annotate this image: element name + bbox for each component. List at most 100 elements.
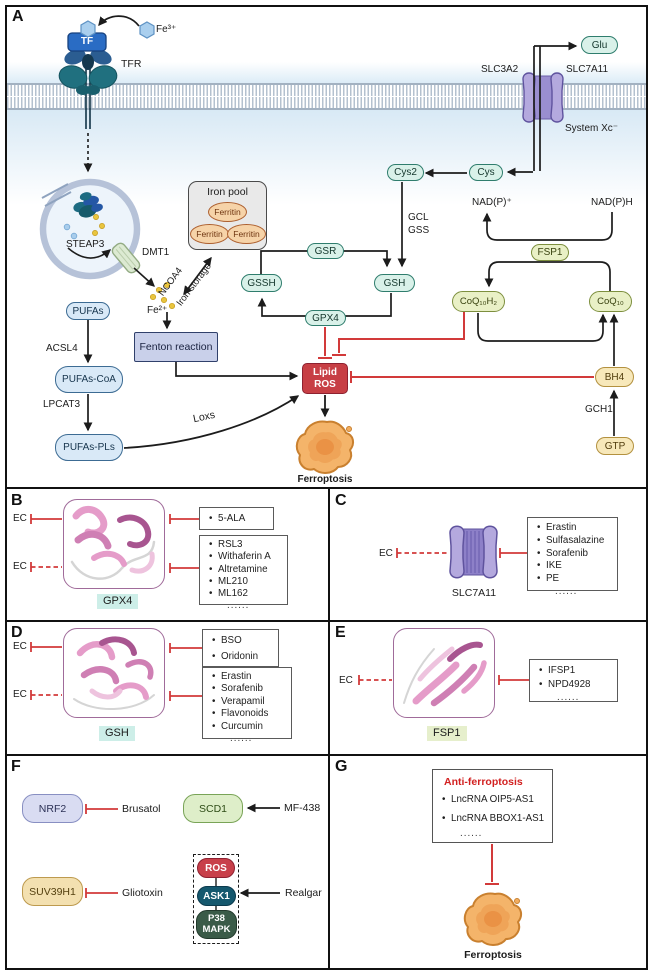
ask1-node: ASK1 <box>197 886 236 906</box>
ros-ask1-p38-pathway-box <box>193 854 239 944</box>
drug-item: Sulfasalazine <box>546 534 605 546</box>
fe2-label: Fe²⁺ <box>147 305 168 316</box>
ros-node: ROS <box>197 858 235 878</box>
panel-b-lines <box>30 514 199 573</box>
drug-item: Withaferin A <box>218 551 271 563</box>
p38-label: P38 <box>208 913 225 925</box>
dmt1-release-arrow <box>133 267 156 287</box>
brusatol-label: Brusatol <box>122 803 161 815</box>
fe3-to-tf-arrow <box>98 15 140 27</box>
drug-list-box: RSL3 Withaferin A Altretamine ML210 ML16… <box>199 535 288 611</box>
lipid-ros-box: Lipid ROS <box>302 363 348 394</box>
anti-ferroptosis-box: Anti-ferroptosis LncRNA OIP5-AS1 LncRNA … <box>432 769 553 843</box>
system-xc-label: System Xc⁻ <box>565 123 619 134</box>
drug-item: ML162 <box>218 588 248 600</box>
extracellular-gradient <box>7 62 648 83</box>
drug-item: PE <box>546 573 560 585</box>
divider-a-bc <box>5 487 648 489</box>
fenton-reaction-box: Fenton reaction <box>134 332 218 362</box>
divider-bc-de <box>5 620 648 622</box>
fe3-label: Fe³⁺ <box>156 24 177 35</box>
system-xc-channel-lines <box>533 46 541 171</box>
ferroptosis-label-a: Ferroptosis <box>297 474 353 485</box>
drug-item: RSL3 <box>218 539 243 550</box>
coq10-reduction-loop <box>484 261 611 291</box>
gliotoxin-label: Gliotoxin <box>122 887 163 899</box>
ec-label: EC <box>13 641 27 652</box>
steap3-label: STEAP3 <box>66 239 105 250</box>
lipid-ros-line1: Lipid <box>313 367 337 379</box>
loxs-curve-arrow <box>123 395 300 449</box>
mapk-label: MAPK <box>202 923 231 935</box>
ec-label: EC <box>379 548 393 559</box>
cys2-pill: Cys2 <box>387 164 424 181</box>
mf438-label: MF-438 <box>284 802 321 814</box>
panel-c-label: C <box>335 492 347 509</box>
drug-item: IKE <box>546 560 562 572</box>
panel-a-label: A <box>12 8 24 25</box>
nadph-to-nadp-loop <box>482 212 613 241</box>
drug-item: BSO <box>221 635 242 646</box>
ferritin-oval: Ferritin <box>190 224 229 244</box>
gsh-target-label: GSH <box>99 726 135 741</box>
cys-pill: Cys <box>469 164 503 181</box>
pufas-pill: PUFAs <box>66 302 110 320</box>
gsh-structure-frame <box>63 628 165 718</box>
iron-pool-label: Iron pool <box>207 186 248 198</box>
coq10-pill: CoQ₁₀ <box>589 291 632 312</box>
gtp-pill: GTP <box>596 437 634 455</box>
drug-item: Erastin <box>221 671 252 682</box>
divider-de-fg <box>5 754 648 756</box>
panel-g-label: G <box>335 758 348 775</box>
drug-item: Erastin <box>546 522 577 533</box>
fe3-bound-hexagon-icon <box>80 20 96 38</box>
panel-c-lines <box>396 548 527 558</box>
panel-e-label: E <box>335 624 346 641</box>
drug-list-box: BSO Oridonin <box>202 629 279 667</box>
drug-item: Oridonin <box>221 651 259 662</box>
gss-label: GSS <box>408 225 430 236</box>
bh4-inhibit-line <box>350 371 594 383</box>
gssh-pill: GSSH <box>241 274 282 292</box>
lncrna-item: LncRNA OIP5-AS1 <box>451 794 534 805</box>
scd1-node: SCD1 <box>183 794 243 823</box>
slc7a11-target-label: SLC7A11 <box>451 587 497 599</box>
bh4-pill: BH4 <box>595 367 634 387</box>
ferritin-oval: Ferritin <box>227 224 266 244</box>
gpx4-pill: GPX4 <box>305 310 346 326</box>
cell-membrane <box>7 83 648 110</box>
dmt1-label: DMT1 <box>142 247 170 258</box>
drug-list-ellipsis: ...... <box>555 585 578 597</box>
slc7a11-transporter-icon <box>449 525 498 579</box>
drug-item: Altretamine <box>218 563 268 575</box>
gsh-protein-structure-icon <box>73 636 155 710</box>
drug-list-ellipsis: ...... <box>557 692 580 703</box>
tfr-label: TFR <box>121 58 142 70</box>
gsh-pill: GSH <box>374 274 415 292</box>
membrane-inner-leaflet <box>7 97 648 110</box>
gsr-pill: GSR <box>307 243 344 259</box>
gcl-label: GCL <box>408 212 429 223</box>
ncoa4-iron-storage-double-arrow <box>183 256 212 296</box>
drug-item: Curcumin <box>221 720 263 732</box>
realgar-label: Realgar <box>285 887 322 899</box>
acsl4-label: ACSL4 <box>46 343 78 354</box>
suv39h1-node: SUV39H1 <box>22 877 83 906</box>
drug-item: Verapamil <box>221 695 265 707</box>
fsp1-target-label: FSP1 <box>427 726 467 741</box>
drug-list-ellipsis: ...... <box>227 600 250 612</box>
gpx4-target-label: GPX4 <box>97 594 139 609</box>
p38-mapk-node: P38 MAPK <box>196 910 237 939</box>
pufas-pls-pill: PUFAs-PLs <box>55 434 123 461</box>
fsp1-structure-frame <box>393 628 495 718</box>
ec-label: EC <box>13 561 27 572</box>
anti-ferroptosis-title: Anti-ferroptosis <box>444 776 523 788</box>
drug-list-ellipsis: ...... <box>230 733 253 745</box>
ferritin-oval: Ferritin <box>208 202 247 222</box>
nrf2-node: NRF2 <box>22 794 83 823</box>
coq10-oxidation-loop <box>477 313 608 342</box>
coq10h2-inhibit-line <box>332 312 465 356</box>
panel-d-label: D <box>11 624 23 641</box>
fe3-hexagon-icon <box>139 21 155 39</box>
